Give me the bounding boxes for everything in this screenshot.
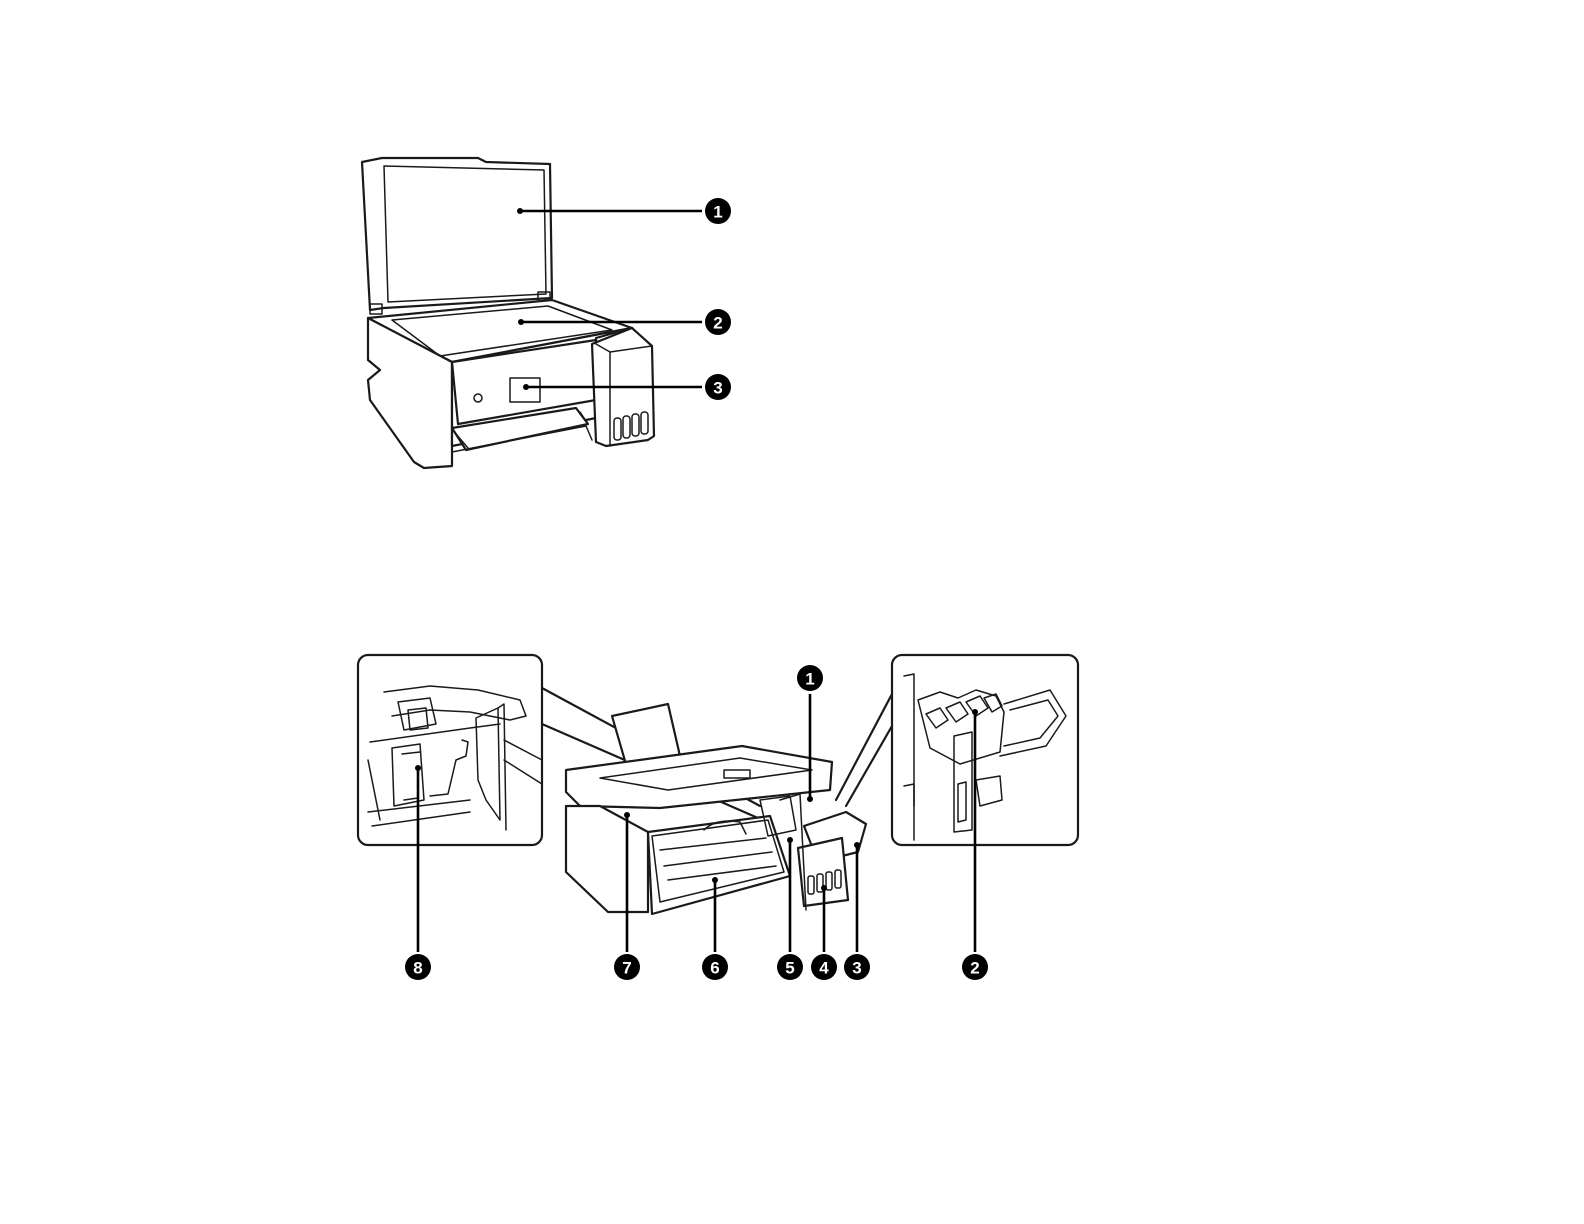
callout-5: 5: [777, 954, 803, 980]
svg-text:4: 4: [819, 959, 829, 978]
svg-text:3: 3: [713, 379, 722, 398]
callout-1: 1: [797, 665, 823, 691]
svg-text:2: 2: [970, 959, 979, 978]
callout-1: 1: [705, 198, 731, 224]
document-cover: [362, 158, 552, 310]
callout-4: 4: [811, 954, 837, 980]
svg-text:1: 1: [805, 670, 814, 689]
svg-text:1: 1: [713, 203, 722, 222]
printer-top-view: [362, 158, 654, 468]
svg-text:3: 3: [852, 959, 861, 978]
svg-text:5: 5: [785, 959, 794, 978]
callout-6: 6: [702, 954, 728, 980]
svg-text:6: 6: [710, 959, 719, 978]
printer-inside-view: [358, 655, 1078, 914]
callout-8: 8: [405, 954, 431, 980]
callout-3: 3: [844, 954, 870, 980]
detail-inset-ink-tank: [892, 655, 1078, 845]
callout-3: 3: [705, 374, 731, 400]
svg-text:2: 2: [713, 314, 722, 333]
callout-7: 7: [614, 954, 640, 980]
callout-2: 2: [705, 309, 731, 335]
svg-text:7: 7: [622, 959, 631, 978]
detail-inset-print-head: [358, 655, 542, 845]
svg-text:8: 8: [413, 959, 422, 978]
callout-2: 2: [962, 954, 988, 980]
